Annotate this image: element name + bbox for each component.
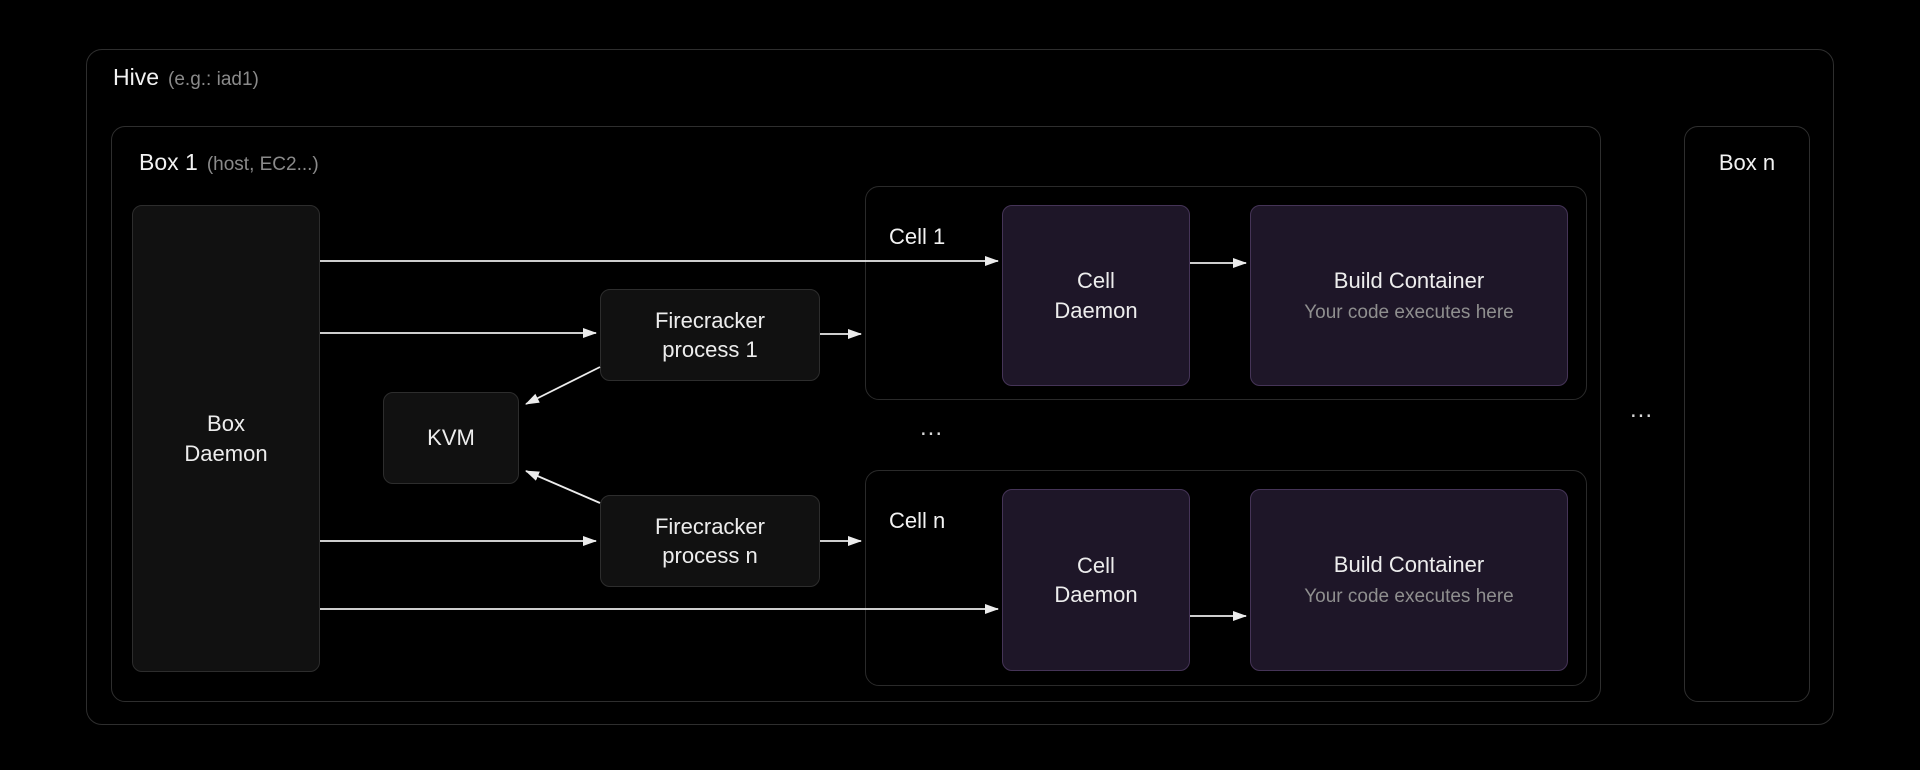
kvm-label: KVM: [427, 425, 475, 451]
cells-ellipsis: ...: [920, 414, 944, 441]
box-1-container: [111, 126, 1601, 702]
box-1-header: Box 1 (host, EC2...): [139, 149, 319, 176]
hive-title: Hive: [113, 64, 160, 90]
box-1-title: Box 1: [139, 149, 198, 175]
boxes-ellipsis: ...: [1630, 396, 1654, 423]
box-1-subtitle: (host, EC2...): [206, 154, 319, 175]
hive-subtitle: (e.g.: iad1): [168, 69, 259, 90]
box-n-title: Box n: [1718, 150, 1776, 175]
build-container-1-node: Build Container Your code executes here: [1250, 205, 1568, 386]
build-container-n-subtitle: Your code executes here: [1304, 586, 1514, 608]
cell-n-container: [865, 470, 1587, 686]
firecracker-process-n-node: Firecracker process n: [600, 495, 820, 587]
box-daemon-node: Box Daemon: [132, 205, 320, 672]
cell-daemon-n-node: Cell Daemon: [1002, 489, 1190, 671]
cell-1-container: [865, 186, 1587, 400]
cell-daemon-1-node: Cell Daemon: [1002, 205, 1190, 386]
cell-daemon-1-label: Cell Daemon: [1054, 268, 1138, 323]
build-container-1-subtitle: Your code executes here: [1304, 301, 1514, 323]
hive-header: Hive (e.g.: iad1): [113, 64, 259, 91]
firecracker-process-n-label: Firecracker process n: [654, 513, 765, 568]
build-container-n-title: Build Container: [1333, 552, 1485, 578]
box-daemon-label: Box Daemon: [184, 411, 268, 466]
cell-n-title: Cell n: [889, 508, 946, 533]
box-n-container: [1684, 126, 1810, 702]
build-container-n-node: Build Container Your code executes here: [1250, 489, 1568, 671]
hive-container: [86, 49, 1834, 725]
kvm-node: KVM: [383, 392, 519, 484]
cell-daemon-n-label: Cell Daemon: [1054, 552, 1138, 607]
build-container-1-title: Build Container: [1333, 267, 1485, 293]
cell-1-title: Cell 1: [889, 224, 946, 249]
firecracker-process-1-node: Firecracker process 1: [600, 289, 820, 381]
firecracker-process-1-label: Firecracker process 1: [654, 307, 765, 362]
